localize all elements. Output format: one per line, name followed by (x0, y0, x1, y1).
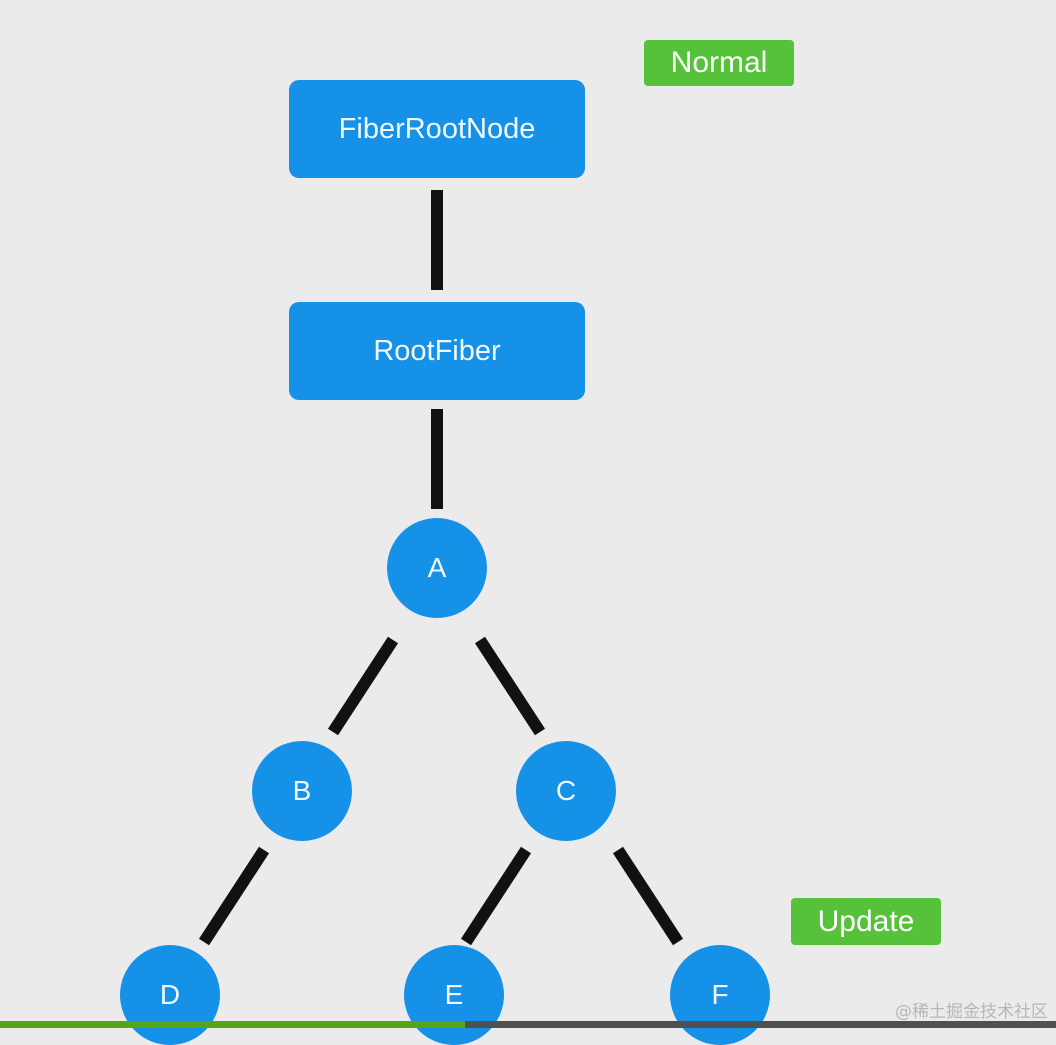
fiber-node-e-label: E (444, 979, 464, 1010)
update-badge: Update (791, 898, 941, 945)
playback-progress-bar[interactable] (0, 1021, 1056, 1028)
fiber-root-node-label: FiberRootNode (338, 112, 536, 145)
normal-badge-label: Normal (670, 46, 768, 79)
fiber-node-a-label: A (427, 552, 447, 583)
fiber-node-c: C (516, 741, 616, 841)
fiber-node-b-label: B (292, 775, 312, 806)
fiber-node-a: A (387, 518, 487, 618)
edge-c-f (612, 846, 684, 946)
fiber-node-d-label: D (159, 979, 181, 1010)
root-fiber-node: RootFiber (289, 302, 585, 400)
edge-c-e (460, 846, 532, 946)
fiber-node-f-label: F (711, 979, 729, 1010)
edge-a-b (327, 636, 399, 736)
fiber-node-c-label: C (555, 775, 577, 806)
fiber-node-b: B (252, 741, 352, 841)
update-badge-label: Update (817, 904, 915, 938)
watermark-text: @稀土掘金技术社区 (895, 1002, 1048, 1022)
normal-badge: Normal (644, 40, 794, 86)
fiber-root-node: FiberRootNode (289, 80, 585, 178)
edge-a-c (474, 636, 546, 736)
root-fiber-node-label: RootFiber (373, 334, 501, 367)
fiber-node-f: F (670, 945, 770, 1045)
fiber-node-e: E (404, 945, 504, 1045)
playback-progress-fill (0, 1021, 465, 1028)
fiber-node-d: D (120, 945, 220, 1045)
edge-b-d (198, 846, 270, 946)
